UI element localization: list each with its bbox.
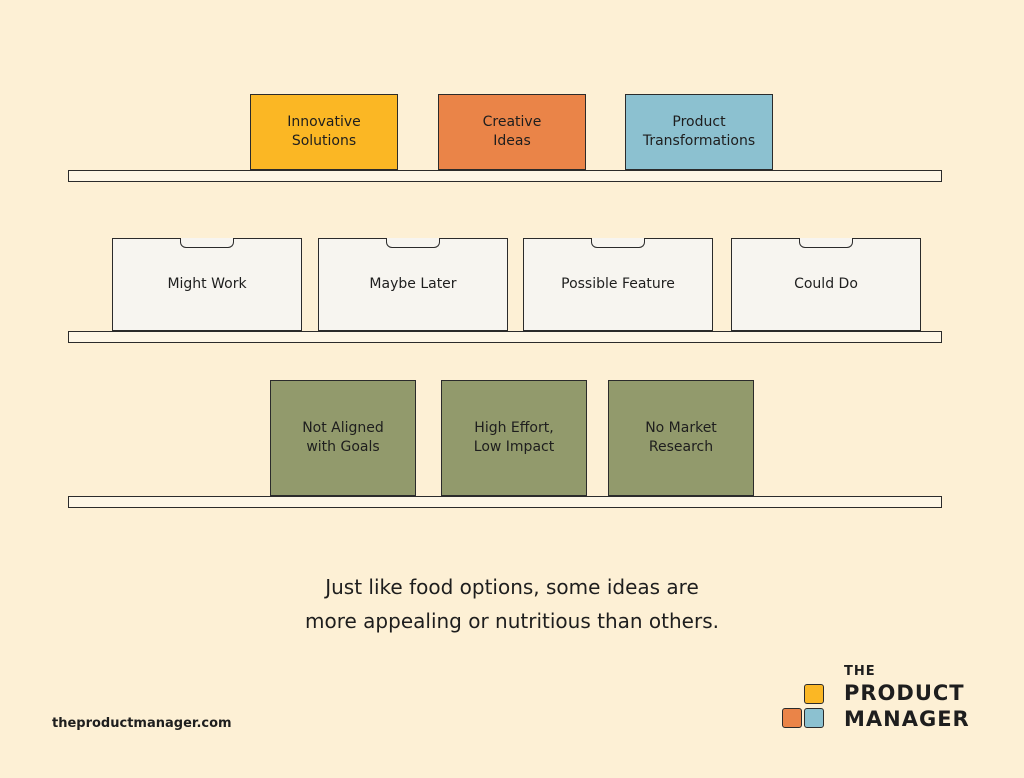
box-maybe-later: Maybe Later	[318, 238, 508, 331]
logo-square-blue	[804, 708, 824, 728]
footer-url: theproductmanager.com	[52, 716, 232, 731]
box-handle	[386, 238, 440, 248]
box-possible-feature: Possible Feature	[523, 238, 713, 331]
caption: Just like food options, some ideas are m…	[305, 575, 719, 633]
brand-logo: THE PRODUCT MANAGER	[780, 664, 980, 734]
box-label: Product Transformations	[642, 114, 756, 149]
shelf-bottom	[68, 496, 942, 508]
box-label: Not Aligned with Goals	[302, 420, 384, 455]
box-product-transformations: Product Transformations	[625, 94, 773, 170]
box-label: Maybe Later	[369, 276, 457, 292]
box-no-market-research: No Market Research	[608, 380, 754, 496]
box-label: Could Do	[794, 276, 858, 292]
logo-square-yellow	[804, 684, 824, 704]
box-handle	[591, 238, 645, 248]
box-innovative-solutions: Innovative Solutions	[250, 94, 398, 170]
box-handle	[180, 238, 234, 248]
box-not-aligned: Not Aligned with Goals	[270, 380, 416, 496]
box-could-do: Could Do	[731, 238, 921, 331]
box-creative-ideas: Creative Ideas	[438, 94, 586, 170]
logo-text-the: THE	[844, 664, 876, 679]
logo-text-product: PRODUCT	[844, 681, 965, 705]
box-high-effort: High Effort, Low Impact	[441, 380, 587, 496]
box-might-work: Might Work	[112, 238, 302, 331]
box-label: Creative Ideas	[482, 114, 542, 149]
box-label: Innovative Solutions	[287, 114, 361, 149]
box-handle	[799, 238, 853, 248]
shelf-top	[68, 170, 942, 182]
box-label: High Effort, Low Impact	[473, 420, 555, 455]
logo-text-manager: MANAGER	[844, 707, 970, 731]
box-label: Might Work	[167, 276, 247, 292]
shelf-middle	[68, 331, 942, 343]
box-label: Possible Feature	[561, 276, 675, 292]
logo-square-orange	[782, 708, 802, 728]
box-label: No Market Research	[645, 420, 717, 455]
